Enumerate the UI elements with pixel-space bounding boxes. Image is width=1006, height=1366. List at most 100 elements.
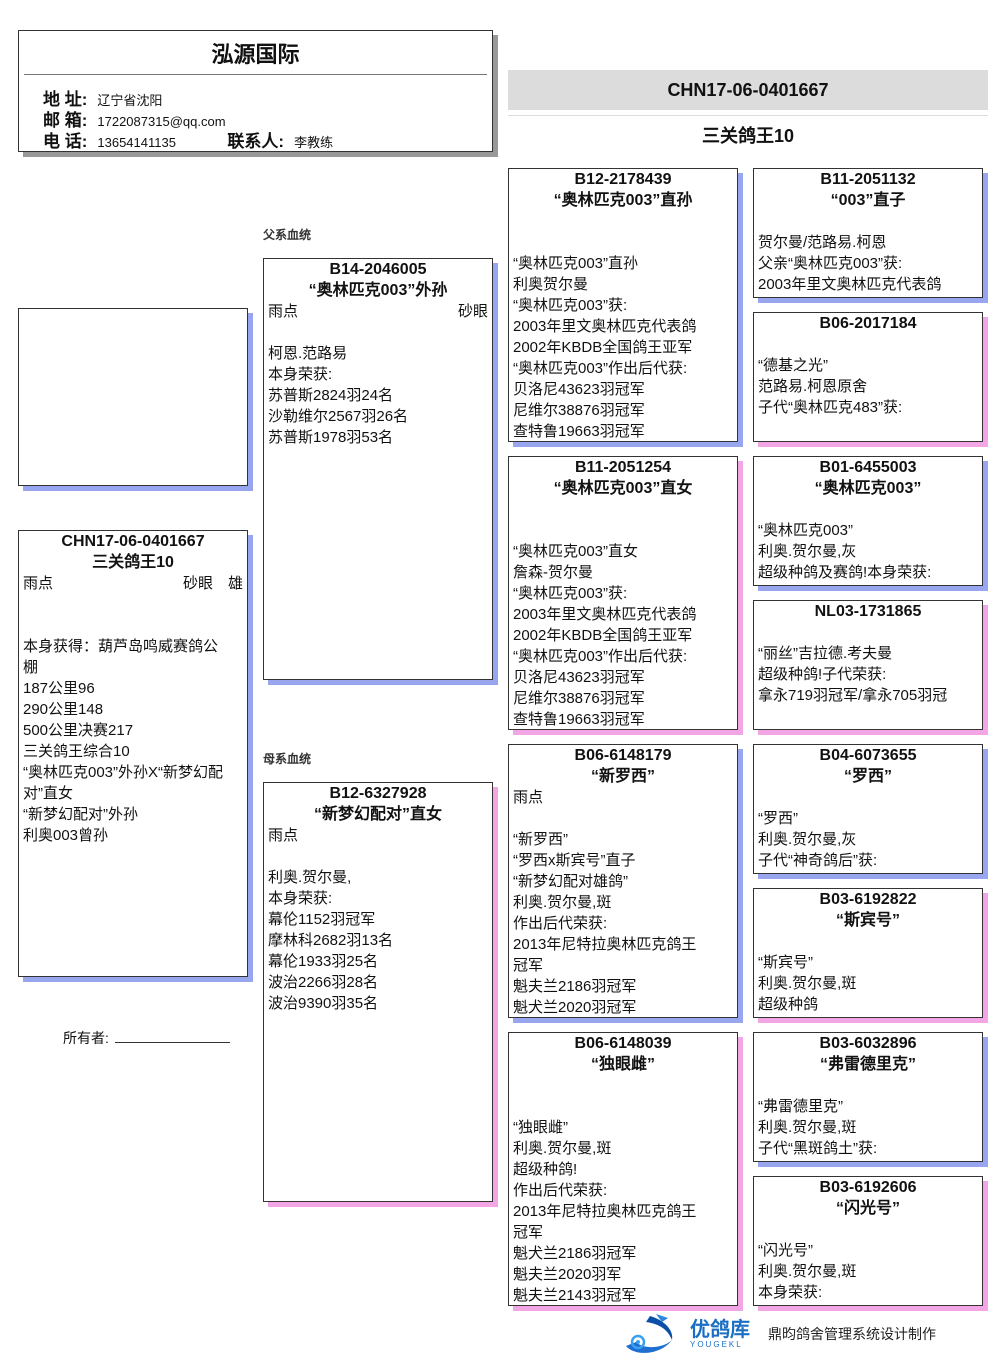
info-line: 三关鸽王综合10 bbox=[23, 743, 130, 760]
pigeon-ring-title: CHN17-06-0401667 bbox=[508, 70, 988, 110]
pedigree-box-fmm: NL03-1731865“丽丝”吉拉德.考夫曼超级种鸽!子代荣获:拿永719羽冠… bbox=[753, 600, 983, 730]
ring-number: NL03-1731865 bbox=[814, 603, 922, 620]
info-line bbox=[23, 594, 243, 615]
pedigree-box-mf: B06-6148179“新罗西”雨点“新罗西”“罗西x斯宾号”直子“新梦幻配对雄… bbox=[508, 744, 738, 1018]
color-eye-row: 雨点 bbox=[268, 825, 488, 846]
info-line bbox=[758, 931, 978, 952]
info-line bbox=[758, 787, 978, 808]
pedigree-box-mother: B12-6327928“新梦幻配对”直女雨点利奥.贺尔曼,本身荣获:幕伦1152… bbox=[263, 782, 493, 1202]
father-section-label: 父系血统 bbox=[263, 228, 312, 242]
email-value: 1722087315@qq.com bbox=[97, 114, 226, 129]
info-line bbox=[758, 499, 978, 520]
ring-number: B06-2017184 bbox=[819, 315, 917, 332]
info-line: 利奥.贺尔曼,灰 bbox=[758, 831, 857, 848]
info-line: 超级种鸽及赛鸽!本身荣获: bbox=[758, 564, 932, 581]
info-line: 超级种鸽! bbox=[513, 1161, 578, 1178]
ring-number: B01-6455003 bbox=[819, 459, 917, 476]
brand-subtitle: YOUGEKL bbox=[690, 1339, 743, 1349]
info-line: 摩林科2682羽13名 bbox=[268, 932, 394, 949]
pedigree-box-mmm: B03-6192606“闪光号”“闪光号”利奥.贺尔曼,斑本身荣获: bbox=[753, 1176, 983, 1306]
phone-label: 电 话: bbox=[43, 132, 88, 151]
phone-value: 13654141135 bbox=[97, 135, 176, 150]
info-line: “罗西” bbox=[758, 810, 798, 827]
info-line: “罗西x斯宾号”直子 bbox=[513, 852, 636, 869]
info-line bbox=[513, 1075, 733, 1096]
feather-color: 雨点 bbox=[23, 575, 54, 592]
info-line: “丽丝”吉拉德.考夫曼 bbox=[758, 645, 893, 662]
contact-label: 联系人: bbox=[227, 132, 285, 151]
pedigree-box-fm: B11-2051254“奥林匹克003”直女“奥林匹克003”直女詹森-贺尔曼“… bbox=[508, 456, 738, 730]
info-line: 詹森-贺尔曼 bbox=[513, 564, 593, 581]
info-line: 冠军 bbox=[513, 957, 544, 974]
pigeon-name: “奥林匹克003”直孙 bbox=[553, 192, 693, 209]
owner-label: 所有者: bbox=[63, 1030, 109, 1046]
pedigree-box-mff: B04-6073655“罗西”“罗西”利奥.贺尔曼,灰子代“神奇鸽后”获: bbox=[753, 744, 983, 874]
info-line: “奥林匹克003”作出后代获: bbox=[513, 648, 688, 665]
info-line: 187公里96 bbox=[23, 680, 95, 697]
ring-number: B03-6192822 bbox=[819, 891, 917, 908]
info-line: 子代“神奇鸽后”获: bbox=[758, 852, 878, 869]
info-line: 波治9390羽35名 bbox=[268, 995, 379, 1012]
info-line: 冠军 bbox=[513, 1224, 544, 1241]
address-label: 地 址: bbox=[43, 90, 88, 109]
info-line: “独眼雌” bbox=[513, 1119, 568, 1136]
ring-number: B06-6148179 bbox=[574, 747, 672, 764]
info-line: 500公里决赛217 bbox=[23, 722, 134, 739]
ring-number: CHN17-06-0401667 bbox=[61, 533, 205, 550]
info-line: 本身获得：葫芦岛鸣威赛鸽公 bbox=[23, 638, 219, 655]
info-line: 利奥.贺尔曼,斑 bbox=[513, 894, 612, 911]
pigeon-name: “新罗西” bbox=[590, 768, 655, 785]
pedigree-box-ff: B12-2178439“奥林匹克003”直孙“奥林匹克003”直孙利奥贺尔曼“奥… bbox=[508, 168, 738, 442]
pigeon-name: “闪光号” bbox=[835, 1200, 900, 1217]
info-line: 2013年尼特拉奥林匹克鸽王 bbox=[513, 1203, 697, 1220]
info-line: “德基之光” bbox=[758, 357, 828, 374]
info-line: 子代“黑斑鸽土”获: bbox=[758, 1140, 878, 1157]
info-line: “闪光号” bbox=[758, 1242, 813, 1259]
info-line bbox=[513, 232, 733, 253]
yougekl-logo-icon bbox=[626, 1314, 673, 1353]
pedigree-box-subject: CHN17-06-0401667 三关鸽王10 雨点砂眼 雄本身获得：葫芦岛鸣威赛鸽… bbox=[18, 530, 248, 977]
pigeon-name: “003”直子 bbox=[830, 192, 906, 209]
info-line: 柯恩.范路易 bbox=[268, 345, 348, 362]
pedigree-box-fff: B11-2051132“003”直子贺尔曼/范路易.柯恩父亲“奥林匹克003”获… bbox=[753, 168, 983, 298]
ring-number: B06-6148039 bbox=[574, 1035, 672, 1052]
feather-color: 雨点 bbox=[268, 303, 299, 320]
info-line: 魁夫兰2020羽军 bbox=[513, 1266, 622, 1283]
color-eye-row: 雨点砂眼 雄 bbox=[23, 573, 243, 594]
info-line: 尼维尔38876羽冠军 bbox=[513, 402, 645, 419]
info-line: 父亲“奥林匹克003”获: bbox=[758, 255, 903, 272]
info-line: 幕伦1933羽25名 bbox=[268, 953, 379, 970]
info-line: 本身荣获: bbox=[268, 890, 333, 907]
credit-text: 鼎昀鸽舍管理系统设计制作 bbox=[768, 1326, 936, 1342]
info-line bbox=[268, 322, 488, 343]
info-line: 利奥.贺尔曼,斑 bbox=[758, 1119, 857, 1136]
footer: 优鸽库 YOUGEKL 鼎昀鸽舍管理系统设计制作 bbox=[620, 1312, 936, 1356]
info-line: 利奥.贺尔曼,斑 bbox=[758, 975, 857, 992]
info-line bbox=[758, 211, 978, 232]
pigeon-name: 三关鸽王10 bbox=[92, 554, 174, 571]
info-line: 查特鲁19663羽冠军 bbox=[513, 423, 645, 440]
info-line bbox=[758, 1219, 978, 1240]
info-line: 魁夫兰2186羽冠军 bbox=[513, 978, 637, 995]
info-line bbox=[268, 846, 488, 867]
pedigree-box-mmf: B03-6032896“弗雷德里克”“弗雷德里克”利奥.贺尔曼,斑子代“黑斑鸽土… bbox=[753, 1032, 983, 1162]
breeder-info-card: 泓源国际 地 址:辽宁省沈阳 邮 箱:1722087315@qq.com 电 话… bbox=[18, 30, 493, 152]
info-line: 魁夫兰2143羽冠军 bbox=[513, 1287, 637, 1304]
info-line: 超级种鸽 bbox=[758, 996, 819, 1013]
info-line: 对”直女 bbox=[23, 785, 73, 802]
info-line: 苏普斯2824羽24名 bbox=[268, 387, 394, 404]
info-line: 利奥.贺尔曼,斑 bbox=[513, 1140, 612, 1157]
brand-name: 优鸽库 bbox=[690, 1318, 750, 1341]
info-line: 2003年里文奥林匹克代表鸽 bbox=[513, 318, 697, 335]
info-line: 贝洛尼43623羽冠军 bbox=[513, 381, 645, 398]
email-label: 邮 箱: bbox=[43, 111, 88, 130]
info-line: 作出后代荣获: bbox=[513, 1182, 608, 1199]
info-line: 苏普斯1978羽53名 bbox=[268, 429, 394, 446]
ring-number: B11-2051132 bbox=[820, 171, 916, 188]
info-line: 幕伦1152羽冠军 bbox=[268, 911, 376, 928]
info-line: “新梦幻配对雄鸽” bbox=[513, 873, 628, 890]
photo-box bbox=[18, 308, 248, 486]
pigeon-name: “奥林匹克003”直女 bbox=[553, 480, 693, 497]
owner-blank-line bbox=[114, 1028, 230, 1043]
